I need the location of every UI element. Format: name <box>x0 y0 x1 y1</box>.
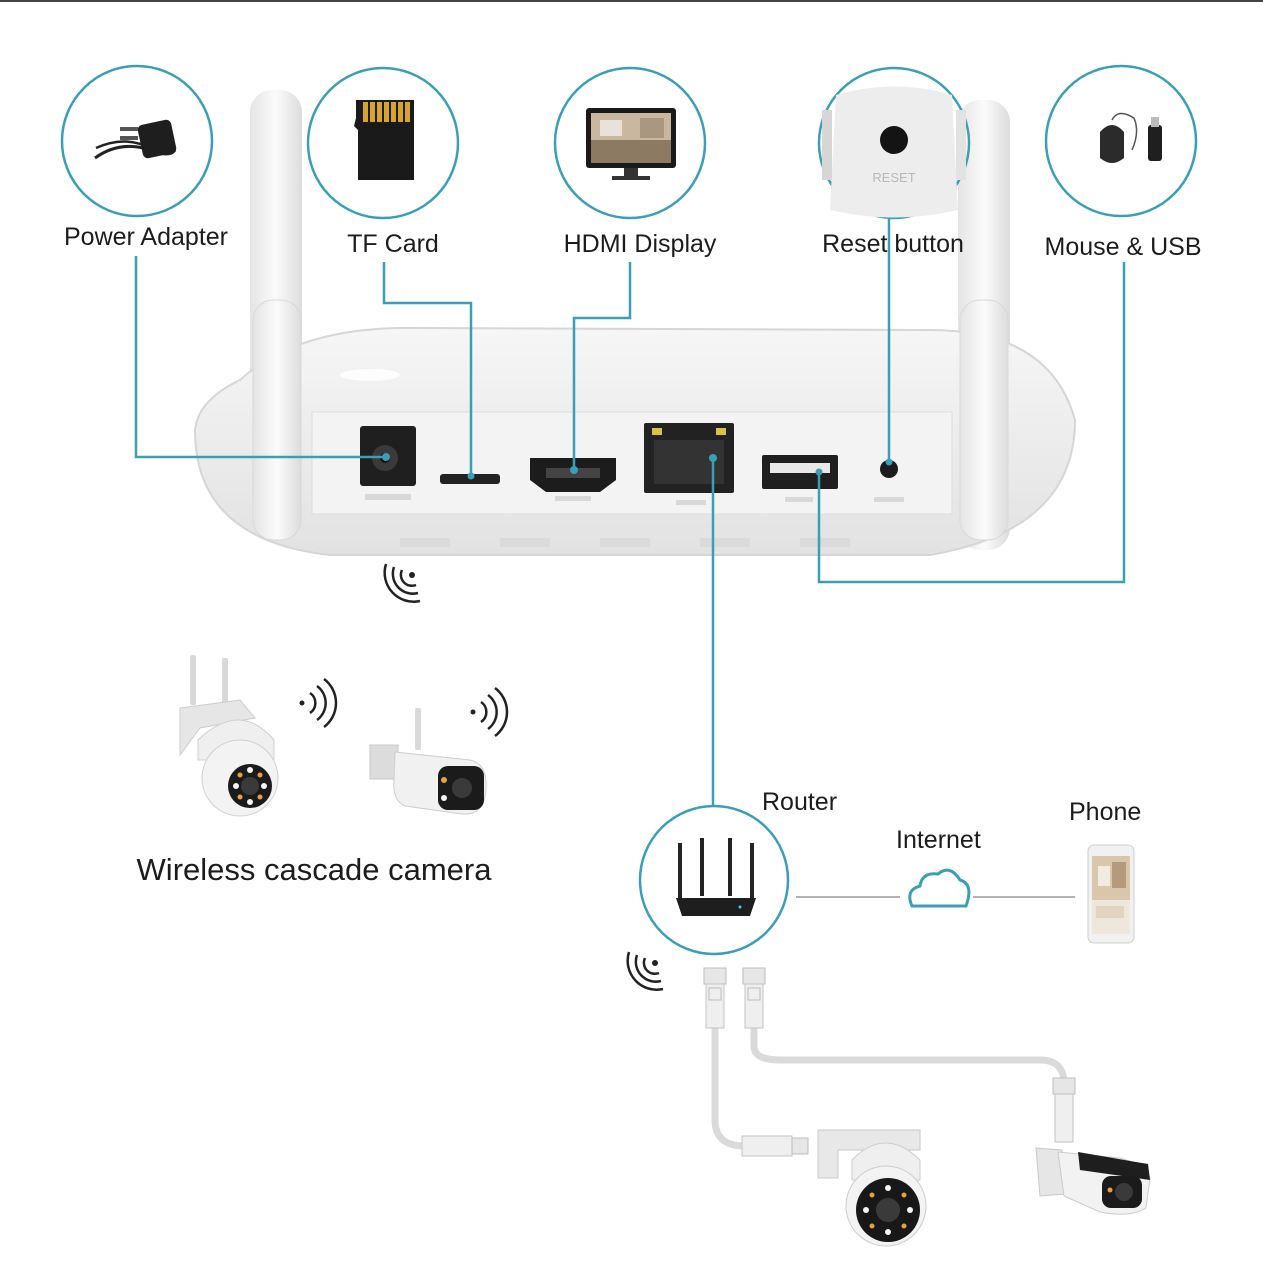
reset-engraving: RESET <box>872 170 915 185</box>
reset-button-label: Reset button <box>822 230 964 258</box>
mouse-usb-icon <box>1044 64 1198 218</box>
phone-icon <box>1087 844 1135 944</box>
router-icon <box>638 804 790 956</box>
power-adapter-label: Power Adapter <box>64 223 228 251</box>
wifi-signal-icons <box>299 563 664 991</box>
ptz-camera-wireless <box>179 655 279 817</box>
bullet-camera-wireless <box>369 708 487 815</box>
hdmi-display-label: HDMI Display <box>563 230 717 258</box>
tf-card-label: TF Card <box>347 230 439 258</box>
bullet-camera-wired <box>1035 1147 1151 1215</box>
power-adapter-icon <box>60 64 214 218</box>
monitor-icon <box>553 66 707 220</box>
reset-pinhole-icon: RESET <box>817 66 971 220</box>
ethernet-port <box>644 423 734 505</box>
line-power <box>134 256 386 459</box>
antenna-right-front <box>959 299 1009 541</box>
mouse-usb-label: Mouse & USB <box>1044 233 1202 261</box>
tf-card-icon <box>306 66 460 220</box>
reset-hole <box>880 460 898 478</box>
ptz-camera-wired <box>817 1129 927 1247</box>
phone-label: Phone <box>1069 798 1142 826</box>
internet-link <box>796 868 1075 908</box>
router-label: Router <box>762 788 838 816</box>
ethernet-cables <box>711 1026 1068 1150</box>
cloud-icon <box>908 868 971 908</box>
line-tf <box>382 262 473 476</box>
internet-label: Internet <box>896 826 981 854</box>
rj45-plugs <box>703 967 1076 1157</box>
antenna-left-front <box>252 299 302 541</box>
line-hdmi <box>572 262 632 470</box>
back-panel <box>311 411 953 515</box>
line-usb <box>817 262 1126 584</box>
wireless-cascade-camera-label: Wireless cascade camera <box>136 852 492 887</box>
nvr-device <box>193 90 1077 556</box>
connector-lines <box>134 218 1126 806</box>
vents <box>400 538 850 547</box>
